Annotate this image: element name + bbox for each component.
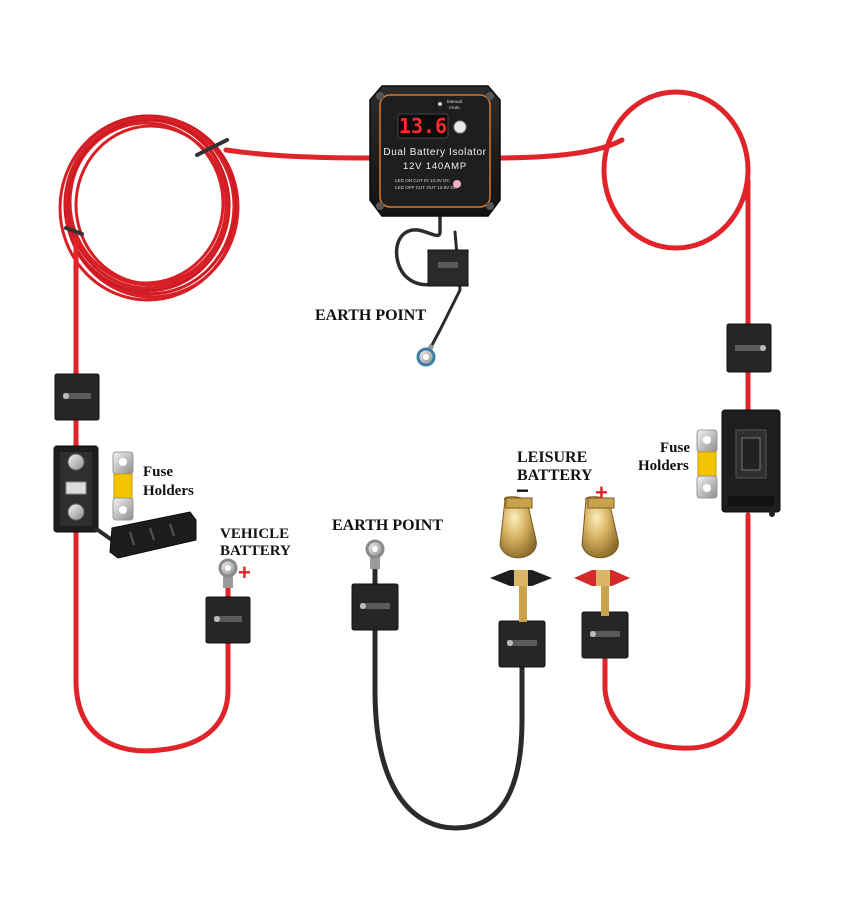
vehicle-battery-line1: VEHICLE [220, 526, 289, 542]
fuse-holders-left-line2: Holders [143, 483, 194, 499]
ring-terminal-icon [218, 558, 238, 588]
cable-clip-icon [581, 611, 629, 659]
led-off-text: LED OFF CUT OUT 12.8V DC [395, 185, 458, 190]
leisure-minus-sign: − [516, 478, 529, 503]
vehicle-plus-sign: + [238, 560, 251, 585]
fuse-holder-icon [721, 409, 781, 517]
cable-clip-icon [205, 596, 251, 644]
earth-cable-top [394, 208, 469, 347]
red-cable-left [58, 114, 373, 754]
mode-label-top: Manual [447, 99, 462, 104]
fuse-holders-right-line2: Holders [638, 458, 689, 474]
midi-fuse-icon [696, 429, 718, 499]
cable-clip-icon [427, 249, 469, 287]
cable-clip-icon [54, 373, 100, 421]
leisure-battery-line1: LEISURE [517, 449, 587, 466]
cable-clip-icon [498, 620, 546, 668]
earth-point-label-bottom: EARTH POINT [332, 517, 443, 534]
earth-cable-bottom [372, 562, 525, 831]
display-value: 13.6 [399, 114, 447, 138]
earth-point-label-top: EARTH POINT [315, 307, 426, 324]
mode-label-bottom: /Auto [449, 105, 460, 110]
leisure-battery-line2: BATTERY [517, 467, 593, 484]
battery-clamp-icon [490, 496, 552, 622]
vehicle-battery-line2: BATTERY [220, 543, 291, 559]
battery-clamp-icon [574, 496, 630, 616]
fuse-holder-icon [53, 445, 197, 559]
device-title: Dual Battery Isolator [383, 147, 486, 158]
fuse-holders-right-line1: Fuse [660, 440, 690, 456]
leisure-plus-sign: + [595, 480, 608, 505]
midi-fuse-icon [112, 451, 134, 521]
status-led [453, 180, 461, 188]
fuse-holders-left-line1: Fuse [143, 464, 173, 480]
ring-terminal-icon [365, 539, 385, 569]
ring-terminal-icon [416, 343, 436, 367]
red-cable-right [489, 89, 751, 751]
cable-clip-icon [726, 323, 772, 373]
manual-auto-button[interactable] [453, 120, 467, 134]
led-on-text: LED ON CUT IN 13.3V DC [395, 178, 450, 183]
isolator-device-icon: 13.6 Manual /Auto Dual Battery Isolator … [369, 85, 501, 217]
lcd-display [397, 113, 449, 139]
cable-clip-icon [351, 583, 399, 631]
device-rating: 12V 140AMP [403, 161, 467, 172]
